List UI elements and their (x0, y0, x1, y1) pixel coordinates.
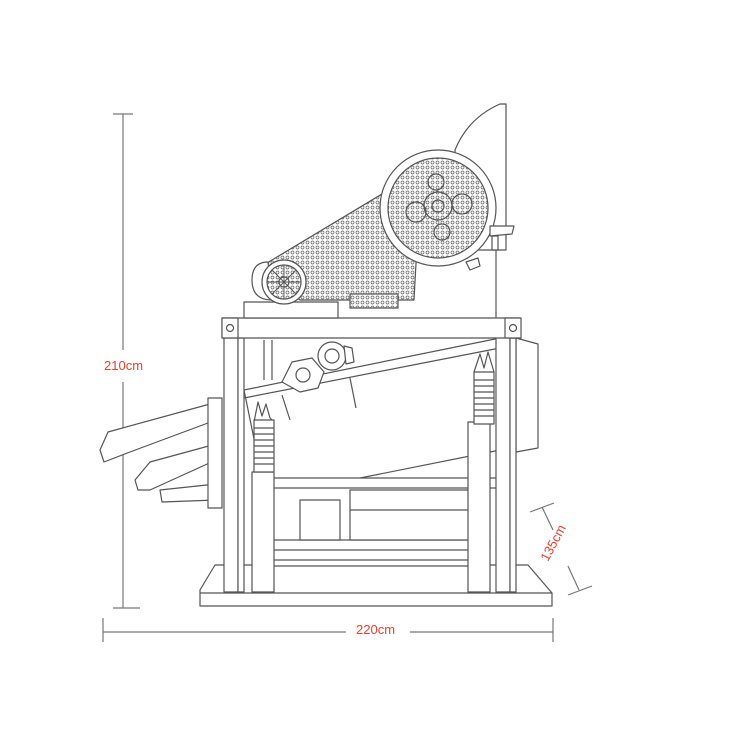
height-dimension-line (113, 113, 140, 609)
right-side-panel (515, 337, 539, 453)
top-crossbeam (221, 317, 521, 339)
height-dimension-label: 210cm (104, 358, 144, 373)
motor-platform (243, 301, 339, 319)
drive-motor (251, 259, 307, 305)
right-spring (473, 351, 495, 425)
width-dimension-label: 220cm (352, 623, 400, 637)
depth-dimension-line (529, 502, 593, 596)
left-spring (253, 401, 275, 473)
frame-posts (223, 329, 517, 593)
machine (99, 103, 553, 607)
lower-frame (261, 477, 503, 567)
discharge-chutes (99, 397, 223, 509)
vibrator-motor (281, 341, 357, 421)
base-plate (199, 564, 553, 607)
drum (379, 149, 497, 271)
width-dimension-line (102, 618, 554, 642)
